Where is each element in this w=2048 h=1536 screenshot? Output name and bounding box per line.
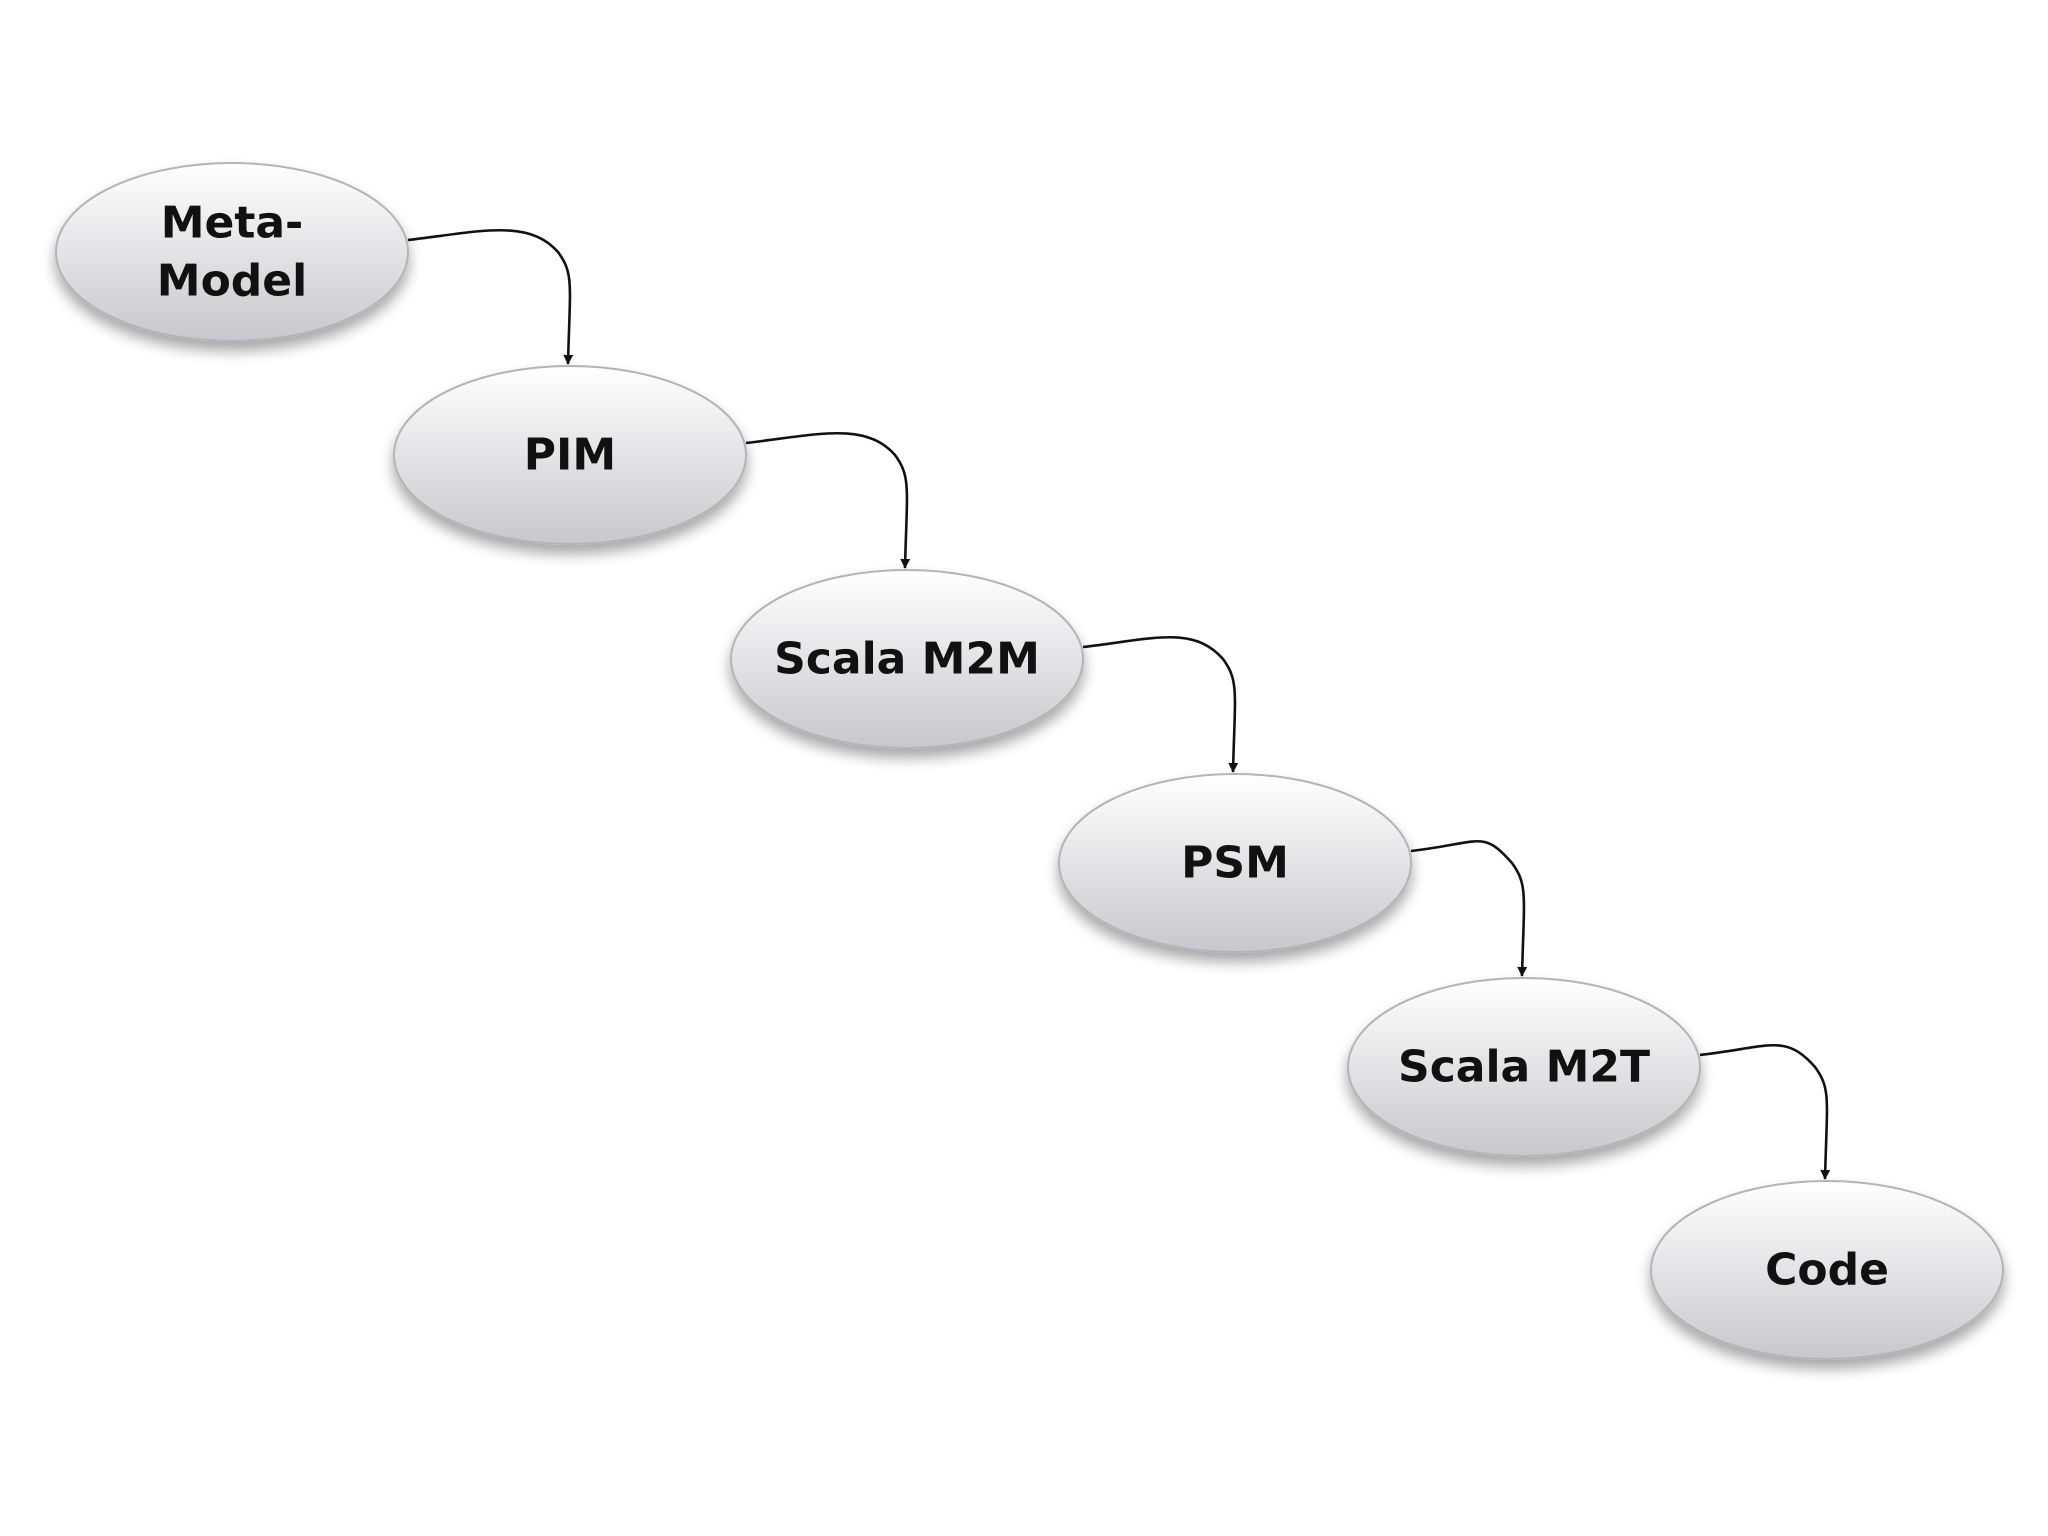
node-label: Meta-: [161, 198, 304, 249]
node-pim[interactable]: PIM: [393, 365, 747, 545]
edges: [407, 228, 1831, 1180]
node-label: PIM: [524, 430, 616, 481]
node-ellipse: [1058, 773, 1412, 953]
node-code[interactable]: Code: [1650, 1180, 2004, 1360]
node-ellipse: [730, 569, 1084, 749]
node-meta-model[interactable]: Meta- Model: [55, 162, 409, 342]
node-psm[interactable]: PSM: [1058, 773, 1412, 953]
node-label: Scala M2M: [774, 634, 1040, 685]
node-ellipse: [1347, 977, 1701, 1157]
node-label: Code: [1765, 1245, 1889, 1296]
edge-psm-to-scala-m2t: [1410, 839, 1528, 977]
node-ellipse: [55, 162, 409, 342]
node-ellipse: [1650, 1180, 2004, 1360]
node-scala-m2m[interactable]: Scala M2M: [730, 569, 1084, 749]
node-label: PSM: [1181, 838, 1289, 889]
node-ellipse: [393, 365, 747, 545]
edge-meta-model-to-pim: [407, 228, 574, 365]
edge-pim-to-scala-m2m: [745, 431, 911, 569]
node-label: Scala M2T: [1398, 1042, 1650, 1093]
edge-scala-m2t-to-code: [1699, 1043, 1831, 1180]
edge-scala-m2m-to-psm: [1082, 635, 1239, 773]
node-label: Model: [157, 256, 307, 307]
node-scala-m2t[interactable]: Scala M2T: [1347, 977, 1701, 1157]
